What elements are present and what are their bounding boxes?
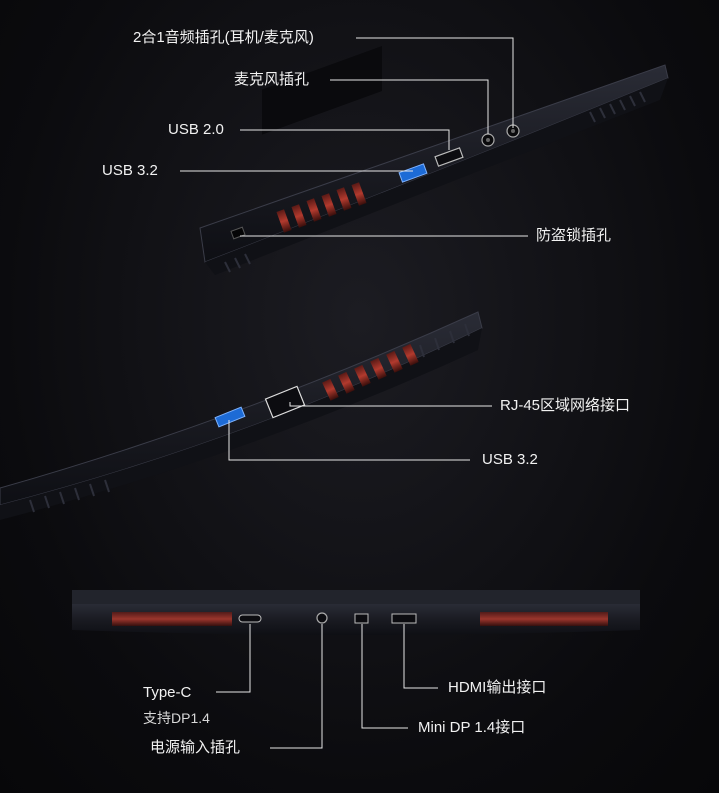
- hdmi-label: HDMI输出接口: [448, 679, 547, 696]
- usb20-port: [434, 147, 464, 167]
- laptop-back: [72, 590, 640, 635]
- usb32-port-right: [214, 406, 246, 428]
- audio-combo-label: 2合1音频插孔(耳机/麦克风): [133, 29, 314, 46]
- usb32-port-left: [398, 163, 428, 183]
- typec-port: [238, 614, 262, 623]
- panel3-leaders: [216, 624, 438, 749]
- usb32-label-2: USB 3.2: [482, 451, 538, 468]
- power-port: [316, 612, 328, 624]
- panel2-leaders: [228, 402, 492, 461]
- power-label: 电源输入插孔: [150, 739, 241, 756]
- rj45-label: RJ-45区域网络接口: [500, 397, 631, 414]
- minidp-label: Mini DP 1.4接口: [418, 719, 526, 736]
- laptop-left-side: [199, 45, 669, 275]
- usb32-label-1: USB 3.2: [102, 162, 158, 179]
- lock-slot-label: 防盗锁插孔: [536, 227, 612, 244]
- rj45-port: [264, 385, 306, 419]
- hdmi-port: [391, 613, 417, 624]
- minidp-port: [354, 613, 369, 624]
- side-vent: [262, 45, 382, 233]
- mic-jack-label: 麦克风插孔: [234, 71, 310, 88]
- laptop-right-side: [0, 311, 483, 520]
- usb20-label: USB 2.0: [168, 121, 224, 138]
- bottom-fins-2: [29, 323, 470, 513]
- rear-vent-right: [480, 612, 608, 626]
- typec-label: Type-C: [143, 684, 192, 701]
- panel1-leaders: [180, 37, 528, 237]
- rear-vent-left: [112, 612, 232, 626]
- bottom-fins: [224, 91, 646, 273]
- typec-sublabel: 支持DP1.4: [143, 710, 210, 726]
- side-vent-2: [322, 343, 419, 401]
